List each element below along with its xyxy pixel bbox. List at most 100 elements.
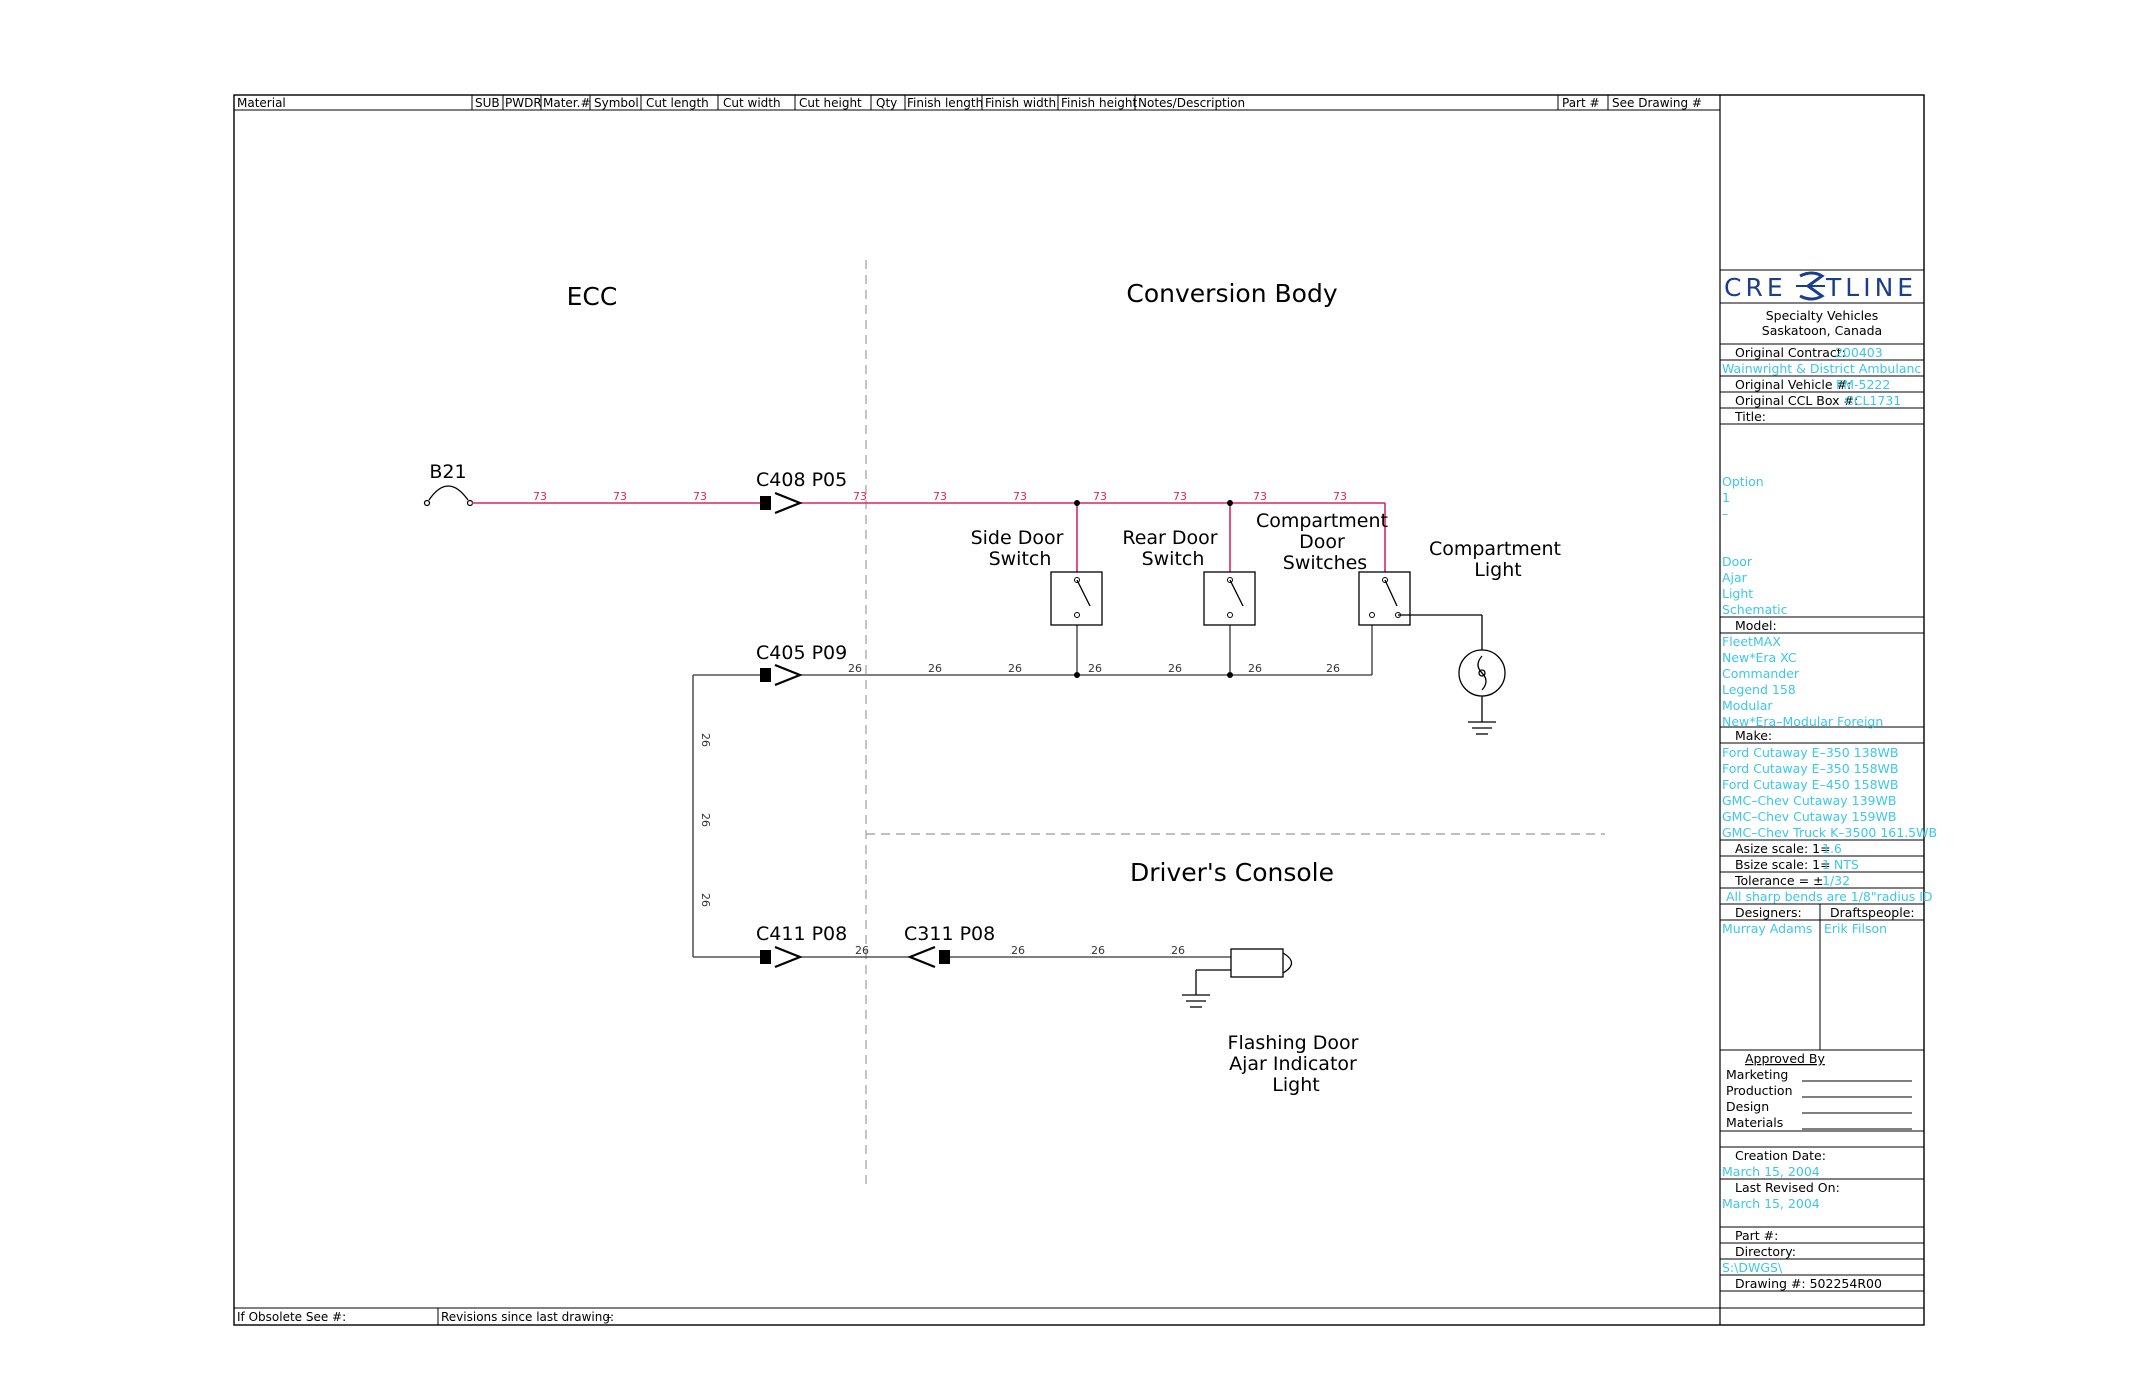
wire-label-26: 26 (848, 662, 862, 675)
wire-label-26: 26 (1088, 662, 1102, 675)
connector-c408 (760, 491, 803, 515)
wire-label-73: 73 (1013, 490, 1027, 503)
creation-date-label: Creation Date: (1735, 1148, 1826, 1163)
original-contract-value: 200403 (1835, 345, 1883, 360)
wire-label-26: 26 (1168, 662, 1182, 675)
header-col-mater: Mater.# (543, 96, 591, 110)
svg-text:Commander: Commander (1722, 666, 1800, 681)
wire-label-73: 73 (933, 490, 947, 503)
c405-label: C405 P09 (756, 642, 847, 664)
side-door-switch-label: Side Door Switch (971, 527, 1070, 570)
wire-label-26-vertical: 26 (699, 733, 712, 747)
wire-label-73: 73 (693, 490, 707, 503)
original-ccl-label: Original CCL Box #: (1735, 393, 1858, 408)
wire-label-73: 73 (1093, 490, 1107, 503)
footer-obsolete-label: If Obsolete See #: (237, 1310, 346, 1324)
make-label: Make: (1735, 728, 1772, 743)
compartment-door-switches-symbol (1358, 571, 1411, 626)
svg-text:Ajar: Ajar (1722, 570, 1748, 585)
company-line-2: Saskatoon, Canada (1762, 323, 1882, 338)
draftspeople-label: Draftspeople: (1830, 905, 1915, 920)
rear-door-switch-symbol (1203, 571, 1256, 626)
wire-label-26: 26 (1326, 662, 1340, 675)
svg-text:Ford Cutaway E–450 158WB: Ford Cutaway E–450 158WB (1722, 777, 1898, 792)
svg-text:Production: Production (1726, 1083, 1793, 1098)
side-door-switch-symbol (1050, 571, 1103, 626)
header-col-part: Part # (1562, 96, 1600, 110)
svg-text:Materials: Materials (1726, 1115, 1783, 1130)
compartment-light-label: Compartment Light (1429, 538, 1567, 581)
original-ccl-value: CCL1731 (1845, 393, 1901, 408)
part-number-label: Part #: (1735, 1228, 1778, 1243)
c408-label: C408 P05 (756, 469, 847, 491)
section-ecc-label: ECC (567, 282, 618, 311)
svg-text:New*Era XC: New*Era XC (1722, 650, 1797, 665)
draftspeople-value: Erik Filson (1824, 921, 1887, 936)
header-col-notes: Notes/Description (1138, 96, 1245, 110)
make-lines: Ford Cutaway E–350 138WB Ford Cutaway E–… (1722, 745, 1937, 840)
wire-label-73: 73 (1333, 490, 1347, 503)
wire-label-73: 73 (533, 490, 547, 503)
compartment-door-switches-label: Compartment Door Switches (1256, 510, 1394, 574)
tolerance-label: Tolerance = ± (1734, 873, 1824, 888)
svg-text:Design: Design (1726, 1099, 1769, 1114)
header-col-pwdr: PWDR (505, 96, 542, 110)
header-col-see-drawing: See Drawing # (1612, 96, 1702, 110)
tolerance-value: 1/32 (1822, 873, 1850, 888)
customer-name: Wainwright & District Ambulanc (1722, 361, 1921, 376)
footer-revisions-value: – (606, 1310, 612, 1324)
svg-text:Ford Cutaway E–350 138WB: Ford Cutaway E–350 138WB (1722, 745, 1898, 760)
asize-value: 1.6 (1822, 841, 1842, 856)
title-block-grid (1720, 269, 1924, 1309)
svg-text:CRE: CRE (1724, 273, 1787, 302)
wire-label-26: 26 (1171, 944, 1185, 957)
svg-text:–: – (1722, 506, 1728, 521)
wire-26-black (692, 619, 1373, 958)
title-label: Title: (1734, 409, 1766, 424)
header-col-cut-length: Cut length (646, 96, 709, 110)
compartment-light-symbol (1398, 614, 1506, 735)
wire-label-26: 26 (855, 944, 869, 957)
asize-label: Asize scale: 1= (1735, 841, 1831, 856)
wire-label-73: 73 (853, 490, 867, 503)
svg-text:New*Era–Modular Foreign: New*Era–Modular Foreign (1722, 714, 1883, 729)
wire-label-26: 26 (928, 662, 942, 675)
svg-text:Light: Light (1722, 586, 1753, 601)
approved-by-label: Approved By (1745, 1051, 1826, 1066)
last-revised-label: Last Revised On: (1735, 1180, 1840, 1195)
section-conversion-body-label: Conversion Body (1126, 279, 1337, 308)
wire-label-26-vertical: 26 (699, 813, 712, 827)
header-col-cut-width: Cut width (723, 96, 781, 110)
creation-date-value: March 15, 2004 (1722, 1164, 1820, 1179)
header-col-material: Material (237, 96, 286, 110)
svg-text:Legend 158: Legend 158 (1722, 682, 1796, 697)
svg-text:Option: Option (1722, 474, 1764, 489)
svg-text:Schematic: Schematic (1722, 602, 1788, 617)
wire-label-26: 26 (1248, 662, 1262, 675)
wire-label-73: 73 (1173, 490, 1187, 503)
header-col-cut-height: Cut height (799, 96, 862, 110)
breaker-b21 (423, 485, 474, 507)
designers-value: Murray Adams (1722, 921, 1812, 936)
wire-label-26: 26 (1091, 944, 1105, 957)
wire-label-73: 73 (613, 490, 627, 503)
company-line-1: Specialty Vehicles (1766, 308, 1879, 323)
directory-label: Directory: (1735, 1244, 1796, 1259)
header-col-finish-length: Finish length (907, 96, 983, 110)
svg-text:1: 1 (1722, 490, 1730, 505)
rear-door-switch-label: Rear Door Switch (1122, 527, 1223, 570)
svg-text:FleetMAX: FleetMAX (1722, 634, 1781, 649)
svg-text:GMC–Chev Truck K–3500 161.5WB: GMC–Chev Truck K–3500 161.5WB (1722, 825, 1937, 840)
wire-73-junctions (1074, 500, 1233, 506)
original-contract-label: Original Contract: (1735, 345, 1846, 360)
connector-c405 (760, 663, 803, 687)
wire-label-26: 26 (1011, 944, 1025, 957)
connector-c411 (760, 945, 803, 969)
drawing-frame (233, 94, 1925, 1326)
wire-label-26-vertical: 26 (699, 893, 712, 907)
header-col-finish-width: Finish width (985, 96, 1056, 110)
c411-label: C411 P08 (756, 923, 847, 945)
wire-26-junctions (1074, 672, 1233, 678)
